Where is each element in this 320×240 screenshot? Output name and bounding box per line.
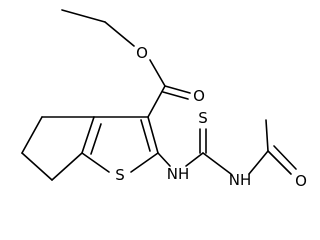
amine-nh-1-label: NH bbox=[167, 165, 190, 183]
acetyl-oxygen-label: O bbox=[295, 172, 307, 190]
bond-c2-c3-double-inner bbox=[140, 119, 151, 152]
bond-carbonyl-double-b bbox=[162, 91, 189, 100]
molecule-diagram: O O S NH S NH O bbox=[21, 9, 307, 190]
bond-c3a-c6a-double-outer bbox=[81, 116, 95, 154]
bond-c2-nh1 bbox=[157, 152, 171, 167]
carbonyl-oxygen-label: O bbox=[193, 87, 205, 105]
thiocarbonyl-sulfur-label: S bbox=[198, 109, 208, 127]
atom-labels: O O S NH S NH O bbox=[115, 44, 307, 190]
bond-c2-c3-double-outer bbox=[147, 116, 159, 154]
bond-acetyl-co-double-b bbox=[273, 145, 297, 170]
bond-acetyl-co-double-a bbox=[267, 150, 292, 175]
bond-nh2-acetyl-c bbox=[248, 150, 269, 175]
bond-s-c2 bbox=[130, 152, 159, 173]
bond-ethyl-ch3-ch2 bbox=[61, 9, 106, 23]
bond-c4-c5 bbox=[21, 116, 43, 154]
bond-ethyl-ch2-o bbox=[104, 21, 135, 47]
bond-c5-c6 bbox=[21, 152, 53, 181]
bond-c6-c6a bbox=[51, 152, 83, 181]
bond-acetyl-ch3 bbox=[265, 119, 269, 152]
bond-carbonyl-double-a bbox=[164, 85, 191, 94]
bond-ester-o-carbonyl-c bbox=[149, 59, 166, 87]
bond-carbonyl-c-ring bbox=[147, 85, 166, 118]
bond-c-nh2 bbox=[202, 152, 232, 175]
ester-oxygen-label: O bbox=[136, 44, 148, 62]
bond-nh1-c bbox=[185, 152, 204, 167]
amine-nh-2-label: NH bbox=[229, 171, 252, 189]
bond-c3a-c6a-double-inner bbox=[90, 123, 102, 155]
bond-lines bbox=[21, 9, 297, 181]
thiophene-sulfur-label: S bbox=[115, 166, 125, 184]
bond-c6a-s bbox=[81, 152, 110, 173]
